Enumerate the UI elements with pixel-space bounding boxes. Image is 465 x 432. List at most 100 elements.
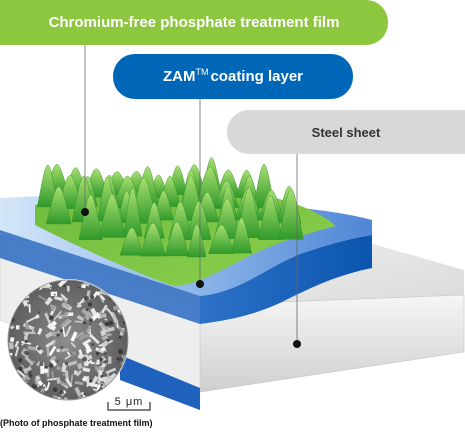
phosphate-crystal — [187, 224, 207, 258]
micrograph-flake — [100, 347, 106, 352]
micrograph-flake — [61, 319, 72, 329]
micrograph-flake — [31, 326, 35, 333]
micrograph-pore — [24, 305, 27, 308]
micrograph-flake — [98, 381, 107, 387]
micrograph-pore — [100, 383, 103, 387]
micrograph-pore — [28, 371, 32, 375]
micrograph-flake — [92, 387, 98, 392]
micrograph-flake — [15, 325, 20, 330]
micrograph-pore — [82, 356, 88, 362]
micrograph-flake — [36, 361, 42, 367]
micrograph-flake — [22, 300, 29, 308]
micrograph-pore — [91, 343, 95, 346]
phosphate-crystal — [78, 194, 103, 240]
micrograph-pore — [118, 357, 124, 363]
micrograph-pore — [87, 302, 93, 307]
micrograph-flake — [64, 370, 70, 381]
micrograph-flake — [62, 326, 66, 338]
micrograph-pore — [85, 308, 89, 312]
micrograph-pore — [63, 284, 66, 288]
micrograph-pore — [83, 321, 87, 325]
scale-bar — [107, 402, 151, 411]
micrograph-flake — [100, 323, 109, 331]
micrograph-pore — [49, 363, 54, 368]
micrograph-flake — [88, 381, 101, 389]
micrograph-flake — [96, 393, 101, 399]
micrograph-flake — [85, 324, 92, 333]
micrograph-flake — [24, 355, 34, 366]
micrograph-flake — [108, 339, 114, 344]
zam-coating-label: ZAM TM coating layer — [113, 54, 353, 99]
micrograph-flake — [78, 349, 85, 360]
micrograph-flake — [85, 348, 89, 354]
phosphate-film-label-text: Chromium-free phosphate treatment film — [48, 14, 340, 31]
micrograph-flake — [105, 367, 117, 375]
micrograph-flake — [77, 362, 83, 370]
micrograph-flake — [23, 331, 36, 335]
micrograph-flake — [50, 291, 58, 297]
micrograph-flake — [51, 371, 55, 379]
phosphate-crystal — [231, 217, 252, 254]
micrograph-flake — [67, 285, 70, 292]
micrograph-pore — [117, 348, 123, 355]
micrograph-flake — [77, 302, 82, 308]
micrograph-flake — [116, 322, 119, 329]
micrograph-pore — [100, 374, 104, 378]
micrograph-flake — [100, 330, 107, 337]
micrograph-flake — [100, 294, 106, 301]
micrograph-flake — [99, 397, 106, 400]
micrograph-pore — [32, 383, 38, 389]
micrograph-pore — [115, 388, 120, 393]
micrograph-pore — [48, 315, 54, 321]
micrograph-caption: (Photo of phosphate treatment film) — [0, 418, 153, 428]
micrograph-pore — [89, 323, 92, 326]
micrograph-flake — [57, 280, 69, 288]
steel-leader-dot — [293, 340, 301, 348]
micrograph-pore — [100, 381, 103, 383]
phosphate-crystal — [98, 194, 126, 238]
micrograph-flake — [61, 302, 71, 309]
phosphate-crystal — [164, 221, 190, 257]
micrograph-flake — [35, 398, 44, 400]
micrograph-flake — [16, 369, 27, 379]
micrograph-pore — [89, 318, 94, 323]
micrograph-flake — [45, 331, 53, 339]
micrograph-flake — [65, 325, 72, 337]
micrograph-flake — [24, 322, 30, 330]
micrograph-flake — [47, 377, 58, 381]
micrograph-pore — [51, 286, 54, 289]
micrograph-flake — [58, 397, 61, 400]
micrograph-flake — [60, 396, 69, 400]
micrograph-pore — [89, 379, 93, 383]
micrograph-pore — [43, 386, 46, 389]
micrograph-flake — [89, 334, 100, 345]
micrograph-flake — [44, 312, 52, 324]
micrograph-flake — [48, 345, 57, 357]
micrograph-pore — [56, 333, 60, 337]
micrograph-flake — [34, 375, 41, 381]
micrograph-flake — [84, 314, 90, 321]
micrograph-flake — [21, 347, 28, 355]
zam-layer-front — [200, 235, 372, 324]
micrograph-flake — [52, 341, 57, 347]
micrograph-pore — [44, 365, 48, 369]
micrograph-flake — [101, 304, 107, 314]
phosphate-film-label: Chromium-free phosphate treatment film — [0, 0, 388, 45]
micrograph-flake — [37, 328, 43, 335]
micrograph-flake — [46, 322, 57, 331]
micrograph-pore — [118, 335, 122, 339]
micrograph-flake — [50, 305, 55, 312]
micrograph-flake — [99, 312, 107, 319]
micrograph-flake — [53, 310, 62, 321]
zam-layer-left-edge — [0, 230, 200, 324]
micrograph-flake — [78, 333, 87, 342]
zam-brand-text: ZAM — [162, 68, 196, 85]
phosphate-crystal — [208, 224, 235, 254]
zam-leader-dot — [196, 280, 204, 288]
micrograph-flake — [28, 304, 31, 313]
micrograph-flake — [26, 389, 33, 400]
micrograph-flake — [59, 348, 69, 352]
micrograph-flake — [49, 358, 58, 367]
micrograph-flake — [85, 359, 93, 366]
